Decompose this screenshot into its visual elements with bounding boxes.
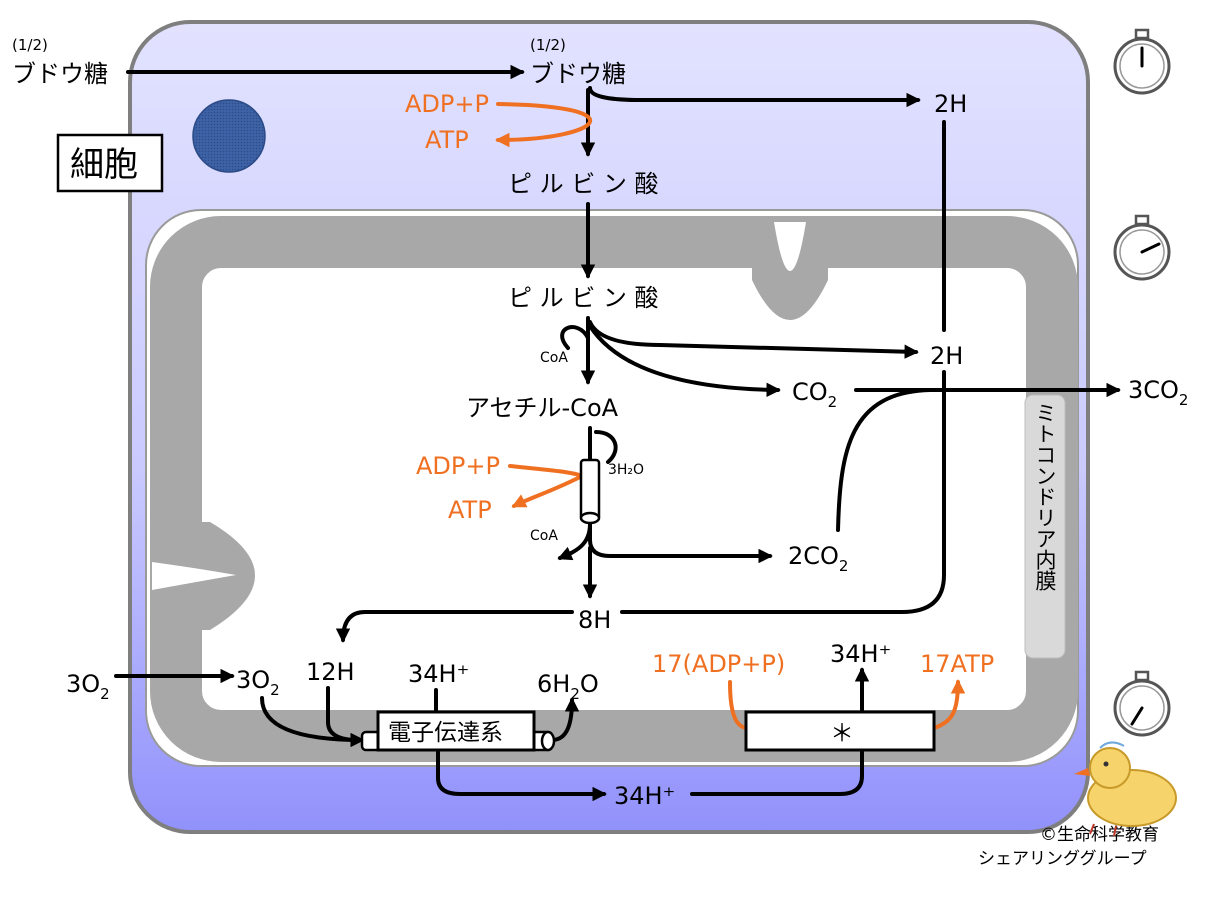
cycle-co2: 2CO2 xyxy=(788,542,848,575)
etc-box xyxy=(376,710,536,752)
stopwatch-icon xyxy=(1113,214,1171,281)
coa-in-label: CoA xyxy=(540,350,568,366)
line-2co2-up xyxy=(836,388,932,532)
arrow-adp-to-synthase xyxy=(728,680,748,730)
arrow-synthase-to-atp xyxy=(932,679,966,730)
hydrogen-12h: 12H xyxy=(306,658,355,686)
cell-glucose: ブドウ糖 xyxy=(530,60,626,88)
etc-cylinder-end xyxy=(540,730,556,752)
cell-glucose-fraction: (1/2) xyxy=(530,36,566,54)
glycolysis-output: ATP xyxy=(425,126,469,154)
glycolysis-hydrogen: 2H xyxy=(934,90,967,118)
water-in-label: 3H₂O xyxy=(608,462,644,478)
outside-co2: 3CO2 xyxy=(1128,376,1188,409)
krebs-cycle-cylinder xyxy=(579,458,601,522)
water-out: 6H2O xyxy=(537,670,599,703)
proton-intermembrane: 34H⁺ xyxy=(614,782,675,810)
mito-co2: CO2 xyxy=(792,378,837,411)
glycolysis-input: ADP+P xyxy=(405,90,489,118)
outside-glucose: ブドウ糖 xyxy=(12,60,108,88)
cell-pyruvate: ピ ル ビ ン 酸 xyxy=(508,170,659,198)
cycle-output: ATP xyxy=(448,496,492,524)
krebs-cycle-cylinder-end xyxy=(579,511,601,525)
stopwatch-icon xyxy=(1113,670,1171,737)
nucleus xyxy=(192,99,266,173)
crista-top-lumen xyxy=(774,222,806,271)
arrow-adp-atp-glycolysis xyxy=(495,102,593,148)
arrow-12h-to-etc xyxy=(326,686,360,742)
crista-top xyxy=(752,262,828,320)
hydrogen-8h: 8H xyxy=(578,606,611,634)
line-34h-to-synthase xyxy=(690,750,864,796)
proton-in: 34H⁺ xyxy=(408,660,469,688)
arrow-water-in xyxy=(594,430,618,464)
arrow-etc-water xyxy=(550,697,580,742)
mito-oxygen: 3O2 xyxy=(236,666,280,699)
outside-glucose-fraction: (1/2) xyxy=(12,36,48,54)
mito-pyruvate: ピ ル ビ ン 酸 xyxy=(508,284,659,312)
cell-label-box xyxy=(56,133,164,193)
stopwatch-icon xyxy=(1113,28,1171,95)
etc-label: 電子伝達系 xyxy=(388,720,503,746)
cell-label: 細胞 xyxy=(70,145,138,185)
atp-synthase-box xyxy=(744,710,936,752)
acetyl-coa: アセチル-CoA xyxy=(466,394,619,422)
membrane-label-box xyxy=(1024,394,1066,659)
credit-line1: ©生命科学教育 xyxy=(1040,825,1159,845)
cycle-input: ADP+P xyxy=(416,452,500,480)
outside-oxygen: 3O2 xyxy=(66,670,110,703)
membrane-label: ミトコンドリア内膜 xyxy=(1033,402,1057,591)
arrow-glycolysis-2h xyxy=(588,86,921,108)
coa-out-label: CoA xyxy=(530,528,558,544)
mito-hydrogen-2h: 2H xyxy=(930,342,963,370)
chick-icon xyxy=(1074,741,1177,837)
arrow-coa-in xyxy=(560,325,590,350)
atp-input: 17(ADP+P) xyxy=(652,650,785,678)
synthase-label: ＊ xyxy=(830,719,854,747)
arrow-pyruvate-co2 xyxy=(588,324,781,398)
line-h-down xyxy=(620,120,946,614)
credit-line2: シェアリンググループ xyxy=(978,849,1147,869)
crista-left-lumen xyxy=(152,562,236,590)
proton-out: 34H⁺ xyxy=(830,640,891,668)
arrow-cycle-2co2 xyxy=(588,538,773,564)
atp-output: 17ATP xyxy=(920,650,994,678)
arrow-coa-out xyxy=(557,522,592,561)
arrow-h-to-12h xyxy=(335,610,574,643)
arrow-etc-pump xyxy=(436,750,607,802)
